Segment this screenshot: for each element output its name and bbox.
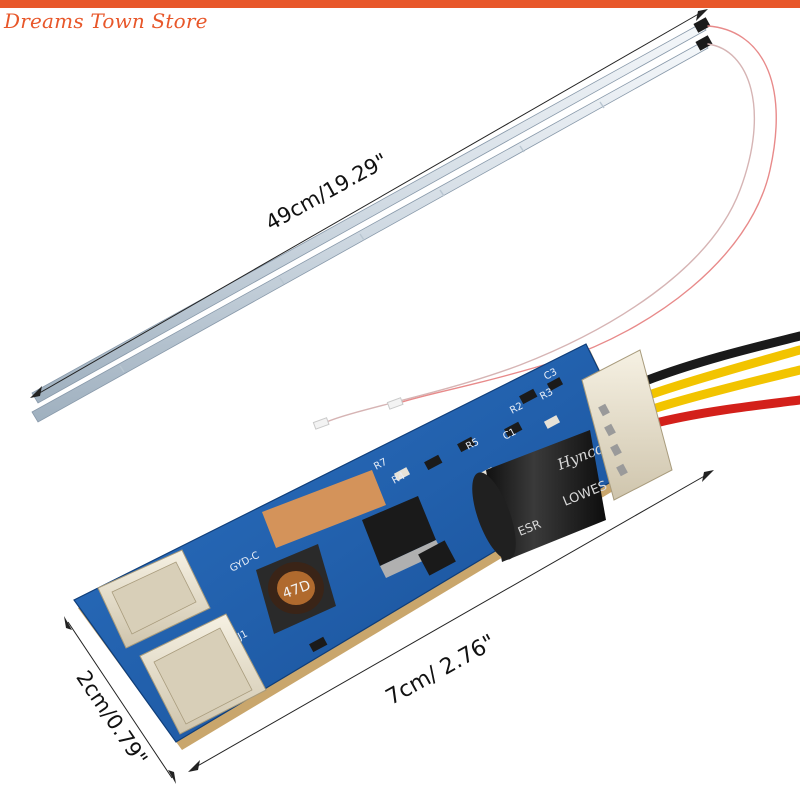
strip-length-dimension: 49cm/19.29"	[30, 9, 708, 398]
output-connector-2	[139, 613, 267, 735]
brand-bar	[0, 0, 800, 8]
led-strip-bottom	[31, 41, 709, 423]
strip-length-label: 49cm/19.29"	[261, 149, 391, 236]
wire-black	[643, 331, 800, 385]
led-strip-top	[31, 23, 707, 404]
wire-red	[655, 395, 800, 427]
input-connector	[581, 349, 673, 501]
inductor: 47D	[256, 544, 336, 634]
capacitor: Hyncd LOWES ESR	[472, 430, 609, 562]
board-length-label: 7cm/ 2.76"	[382, 630, 500, 711]
mosfet	[362, 496, 456, 578]
copper-pad	[262, 470, 386, 548]
wire-yellow-2	[651, 365, 800, 413]
led-strips	[31, 17, 713, 423]
store-watermark: Dreams Town Store	[4, 9, 208, 33]
wire-yellow-1	[647, 345, 800, 399]
strip-wires	[312, 25, 777, 430]
power-wires	[643, 331, 800, 427]
driver-board: 47D Hyncd LOWES ESR GYD-C R2 R3 R5 R7 C1…	[73, 343, 673, 750]
output-connector-1	[97, 549, 211, 649]
